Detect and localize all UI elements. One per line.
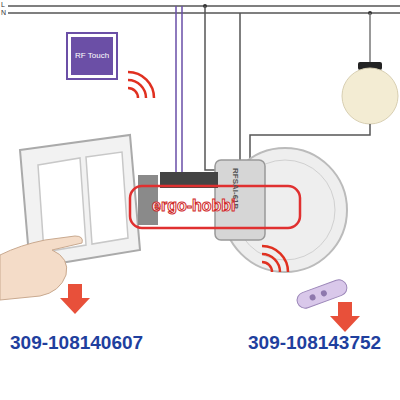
line-label: N: [1, 9, 6, 17]
line-label: L: [1, 1, 5, 9]
down-arrow: [60, 284, 90, 314]
order-number: 309-108143752: [248, 333, 381, 354]
down-arrow: [330, 302, 360, 332]
device-name: RF Touch: [75, 52, 109, 61]
watermark: ergo-hobbi: [152, 197, 236, 215]
mains-line: [8, 12, 400, 14]
wire: [239, 13, 241, 165]
rocker: [86, 152, 128, 244]
lamp-globe: [342, 68, 398, 124]
wire: [205, 6, 215, 170]
device-box: RF Touch: [68, 34, 116, 78]
wire: [160, 6, 182, 182]
radio-waves: [128, 72, 154, 98]
order-number: 309-108140607: [10, 333, 143, 354]
highlight-outline: [130, 186, 300, 228]
radio-waves: [262, 246, 288, 272]
wire: [160, 6, 176, 178]
lamp-cord: [369, 13, 371, 64]
